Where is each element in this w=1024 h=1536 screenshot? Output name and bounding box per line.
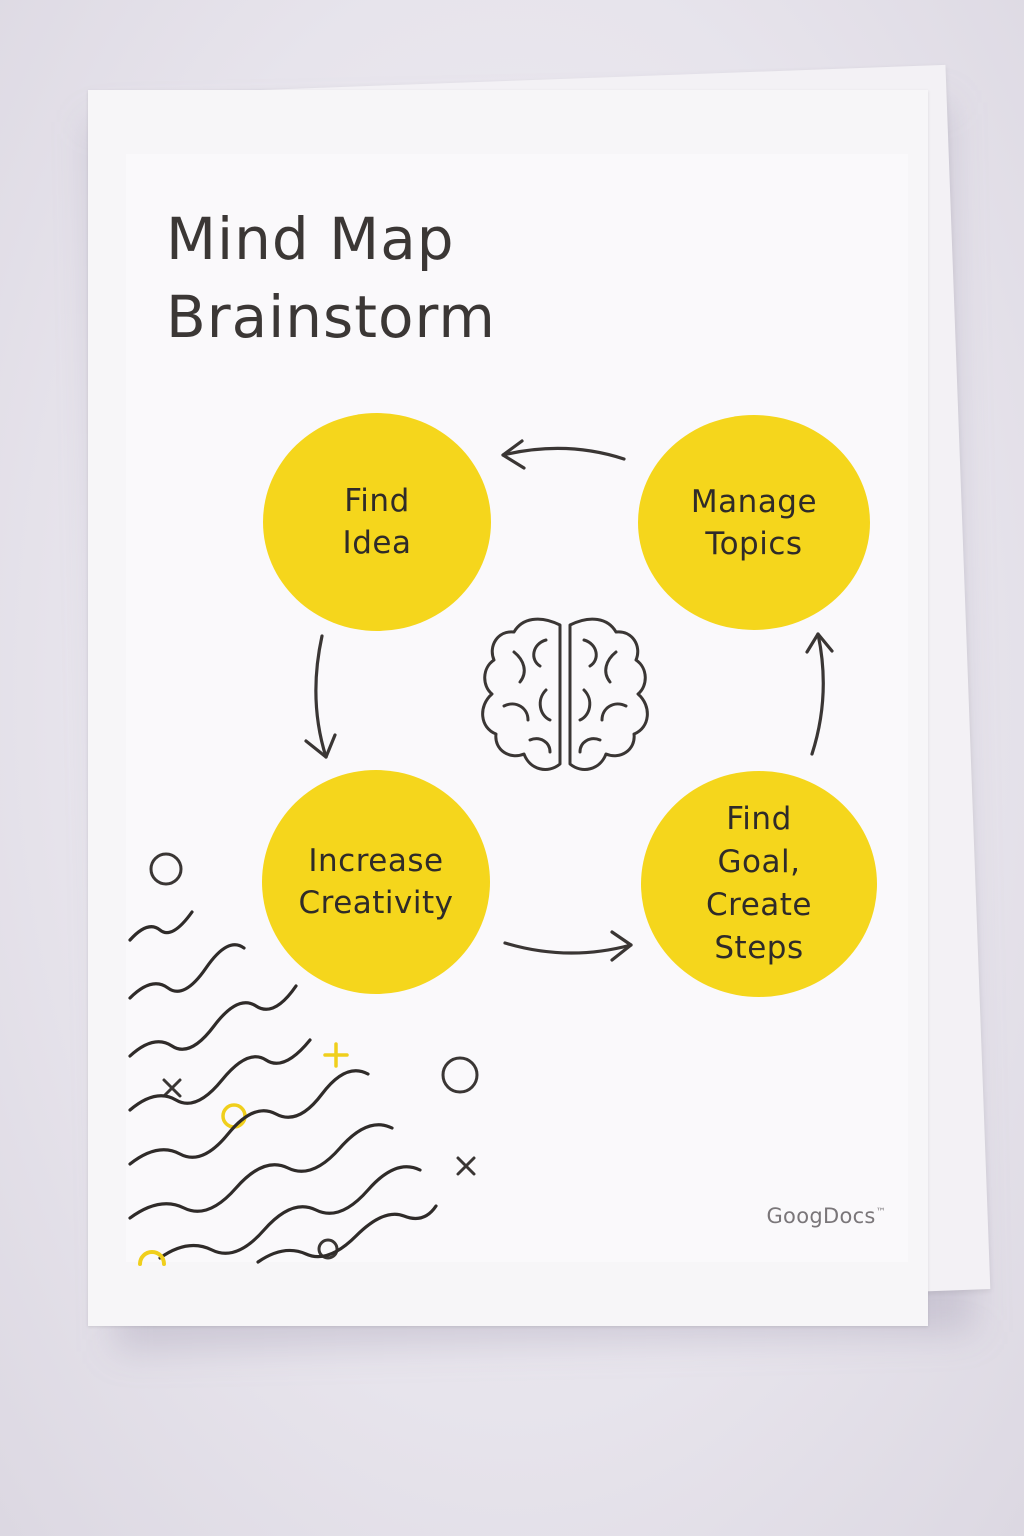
arrowhead: [501, 439, 526, 470]
circle-decoration: [441, 1056, 479, 1094]
node-increase-creativity: Increase Creativity: [262, 770, 490, 994]
brand-name: GoogDocs: [766, 1204, 876, 1228]
paper: [88, 90, 928, 1326]
page-title: Mind Map Brainstorm: [166, 200, 496, 356]
node-label: Manage Topics: [690, 483, 818, 562]
x-decoration: [456, 1156, 476, 1176]
circle-decoration: [221, 1103, 247, 1129]
partial-circle-decoration: [138, 1250, 166, 1266]
node-label: Find Idea: [342, 483, 412, 561]
node-label: Increase Creativity: [298, 843, 454, 921]
printed-sheet: [126, 154, 908, 1262]
circle-decoration: [317, 1238, 339, 1260]
circle-decoration: [149, 852, 183, 886]
title-line-2: Brainstorm: [166, 283, 496, 351]
title-line-1: Mind Map: [166, 205, 455, 273]
node-manage-topics: Manage Topics: [638, 415, 870, 630]
arrowhead: [610, 930, 633, 962]
arrowhead: [304, 733, 337, 759]
arrow-manage-to-find-idea: [501, 446, 626, 461]
arrowhead: [805, 632, 834, 654]
brand-logo: GoogDocs™: [766, 1204, 886, 1228]
decorative-pattern: [128, 852, 479, 1266]
x-decoration: [162, 1078, 182, 1098]
trademark-mark: ™: [875, 1207, 886, 1218]
node-find-goal-create-steps: Find Goal, Create Steps: [641, 771, 877, 997]
brain-icon: [481, 617, 649, 771]
arrow-creativity-to-goal: [503, 941, 633, 955]
plus-decoration: [323, 1042, 349, 1068]
arrow-find-idea-to-creativity: [314, 634, 328, 759]
node-find-idea: Find Idea: [263, 413, 491, 631]
arrow-goal-to-manage: [810, 632, 825, 756]
node-label: Find Goal, Create Steps: [705, 801, 812, 966]
